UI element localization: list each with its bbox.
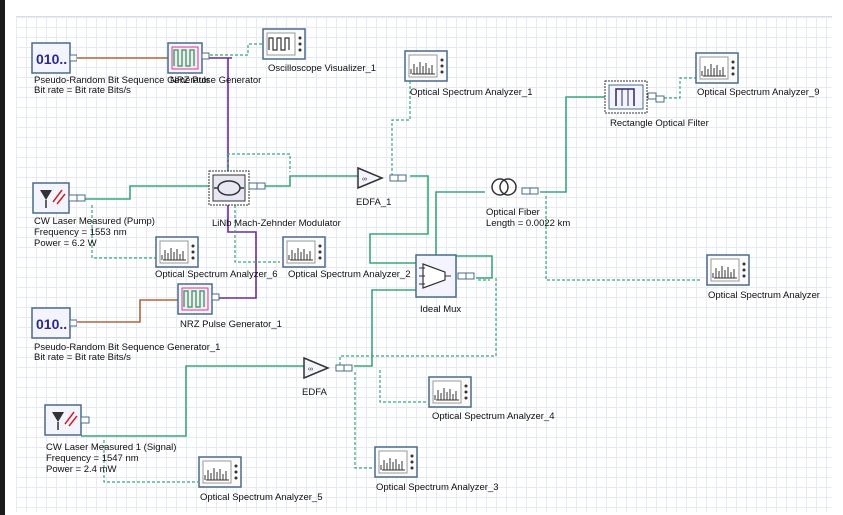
signal-label: CW Laser Measured 1 (Signal) — [46, 442, 177, 453]
cw-laser-signal[interactable] — [44, 404, 90, 441]
spectrum-analyzer-icon — [428, 376, 472, 408]
svg-text:∞: ∞ — [362, 176, 367, 183]
osa-2-label: Optical Spectrum Analyzer_2 — [288, 269, 411, 280]
spectrum-analyzer-icon — [198, 456, 242, 488]
fiber-length: Length = 0.0022 km — [486, 218, 571, 229]
prbs-bottom-label: Pseudo-Random Bit Sequence Generator_1 — [34, 342, 221, 353]
optical-fiber[interactable] — [486, 176, 544, 207]
binary-sequence-icon: 010.. — [31, 307, 78, 339]
mux-label: Ideal Mux — [420, 304, 462, 315]
spectrum-analyzer-icon — [404, 50, 448, 82]
oscilloscope-visualizer[interactable] — [262, 28, 308, 67]
wire-modulator-to-edfa1 — [262, 175, 360, 187]
svg-text:010..: 010.. — [36, 51, 67, 67]
edfa-1-label: EDFA_1 — [356, 197, 392, 208]
nrz-generator-top[interactable] — [167, 42, 211, 79]
edfa-1[interactable]: ∞ — [356, 166, 412, 195]
pump-label: CW Laser Measured (Pump) — [34, 216, 155, 227]
osa-2[interactable] — [282, 236, 328, 275]
spectrum-analyzer-icon — [706, 254, 750, 286]
window-border — [0, 0, 5, 515]
signal-power: Power = 2.4 mW — [46, 464, 117, 475]
wire-filter-to-osa9 — [664, 77, 696, 99]
osa-right[interactable] — [706, 254, 752, 293]
osa-3-label: Optical Spectrum Analyzer_3 — [376, 482, 499, 493]
oscilloscope-label: Oscilloscope Visualizer_1 — [268, 63, 377, 74]
wire-mux-to-fiber — [435, 191, 493, 279]
modulator-icon — [208, 170, 266, 206]
spectrum-analyzer-icon — [282, 236, 326, 268]
wire-pump-to-modulator — [84, 185, 212, 200]
mach-zehnder-modulator[interactable] — [208, 170, 266, 211]
osa-right-label: Optical Spectrum Analyzer — [708, 290, 820, 301]
prbs-top-param: Bit rate = Bit rate Bits/s — [34, 85, 131, 96]
osa-5-label: Optical Spectrum Analyzer_5 — [200, 492, 323, 503]
spectrum-analyzer-icon — [695, 52, 739, 84]
amplifier-icon: ∞ — [357, 166, 407, 190]
wire-pump-to-osa6 — [91, 205, 157, 259]
edfa-label: EDFA — [302, 387, 327, 398]
laser-source-icon — [44, 404, 90, 436]
nrz-generator-bottom[interactable] — [177, 283, 221, 320]
prbs-generator-top[interactable]: 010.. — [31, 42, 78, 79]
wire-prbs1-to-nrz1 — [76, 299, 178, 323]
wire-modulator-monitor — [227, 153, 291, 180]
oscilloscope-icon — [262, 28, 306, 60]
wire-signal-to-edfa — [81, 365, 305, 437]
signal-frequency: Frequency = 1547 nm — [46, 453, 139, 464]
laser-source-icon — [32, 182, 86, 214]
osa-6-label: Optical Spectrum Analyzer_6 — [155, 269, 278, 280]
pump-power: Power = 6.2 W — [34, 238, 97, 249]
rectangle-optical-filter[interactable] — [604, 80, 666, 121]
osa-9[interactable] — [695, 52, 741, 91]
wire-fiber-to-osa — [545, 196, 700, 281]
multiplexer-icon — [415, 254, 475, 298]
edfa[interactable]: ∞ — [302, 356, 358, 385]
wire-edfa-to-osa3 — [354, 372, 374, 469]
wire-nrz1-to-modulator — [214, 205, 257, 299]
wire-edfa1-to-osa1 — [391, 80, 411, 176]
wire-edfa1-to-mux — [369, 175, 429, 264]
osa-3[interactable] — [374, 446, 420, 485]
osa-6[interactable] — [155, 236, 201, 275]
wire-fiber-to-filter — [540, 96, 607, 193]
prbs-generator-bottom[interactable]: 010.. — [31, 307, 78, 344]
svg-text:∞: ∞ — [308, 366, 313, 373]
cw-laser-pump[interactable] — [32, 182, 88, 219]
osa-4-label: Optical Spectrum Analyzer_4 — [432, 411, 555, 422]
spectrum-analyzer-icon — [374, 446, 418, 478]
wire-edfa-to-mux — [354, 289, 418, 367]
osa-1-label: Optical Spectrum Analyzer_1 — [410, 87, 533, 98]
wire-edfa-to-osa4 — [339, 278, 497, 403]
filter-icon — [604, 80, 665, 114]
pump-frequency: Frequency = 1553 nm — [34, 227, 127, 238]
nrz-bottom-label: NRZ Pulse Generator_1 — [180, 319, 282, 330]
binary-sequence-icon: 010.. — [31, 42, 78, 74]
osa-4[interactable] — [428, 376, 474, 415]
svg-text:010..: 010.. — [36, 316, 67, 332]
osa-9-label: Optical Spectrum Analyzer_9 — [697, 87, 820, 98]
wire-nrz-to-scope — [210, 43, 266, 56]
wire-signal-to-osa5 — [103, 440, 198, 483]
amplifier-icon: ∞ — [303, 356, 353, 380]
prbs-bottom-param: Bit rate = Bit rate Bits/s — [34, 352, 131, 363]
ideal-mux[interactable] — [415, 254, 481, 305]
osa-5[interactable] — [198, 456, 244, 495]
pulse-train-icon — [177, 283, 220, 315]
fiber-label: Optical Fiber — [486, 207, 540, 218]
pulse-train-icon — [167, 42, 210, 74]
fiber-spool-icon — [491, 178, 539, 196]
nrz-top-label: NRZ Pulse Generator — [170, 75, 262, 86]
wire-nrz-to-modulator — [204, 57, 232, 178]
modulator-label: LiNb Mach-Zehnder Modulator — [212, 218, 341, 229]
layout-grid — [16, 16, 832, 512]
wire-modulator-to-osa2 — [234, 205, 280, 263]
spectrum-analyzer-icon — [155, 236, 199, 268]
osa-1[interactable] — [404, 50, 450, 89]
filter-label: Rectangle Optical Filter — [610, 118, 709, 129]
prbs-top-label: Pseudo-Random Bit Sequence Generator — [34, 75, 210, 86]
